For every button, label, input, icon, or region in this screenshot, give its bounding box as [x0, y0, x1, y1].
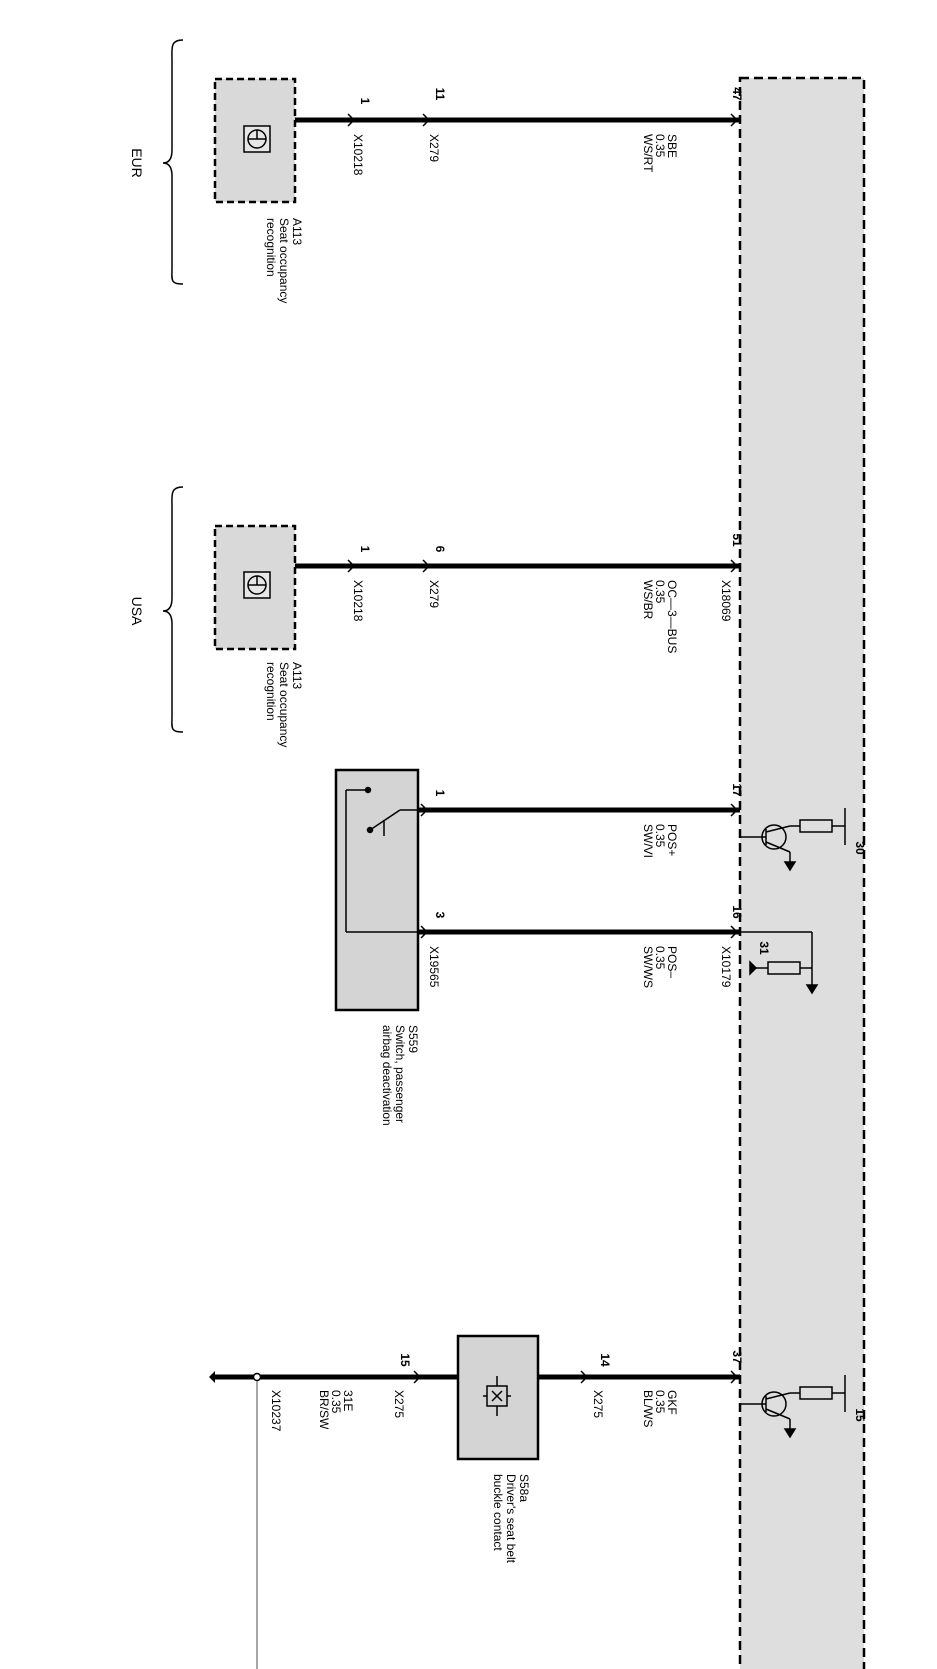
w31e-c-name: X275	[392, 1390, 406, 1418]
pin-37: 37	[730, 1350, 744, 1364]
w47-c1-name: X279	[427, 134, 441, 162]
w51-gauge: 0.35	[653, 580, 667, 604]
usa-region-label: USA	[129, 597, 145, 626]
s559-connector: X19565	[427, 946, 441, 988]
pin-s559-1: 1	[433, 790, 447, 797]
occupancy-sensor-icon	[243, 125, 271, 153]
w17-gauge: 0.35	[653, 824, 667, 848]
a113-usa-desc-1: Seat occupancy	[277, 662, 291, 747]
w47-signal: SBE	[665, 134, 679, 158]
pin-s559-3: 3	[433, 912, 447, 919]
w16-connector: X10179	[719, 946, 733, 988]
a113-eur-desc-2: recognition	[264, 218, 278, 277]
occupancy-sensor-icon	[243, 571, 271, 599]
pin-x10218-1-usa: 1	[358, 546, 372, 553]
s58a-code: S58a	[517, 1474, 531, 1502]
w31e-signal: 31E	[341, 1390, 355, 1411]
pin-x279-11: 11	[433, 88, 447, 101]
transistor-icon	[740, 808, 846, 872]
w51-c1-name: X279	[427, 580, 441, 608]
pin-x279-6: 6	[433, 546, 447, 553]
pin-x275-15: 15	[398, 1353, 412, 1367]
control-module	[738, 76, 866, 1669]
w16-signal: POS–	[665, 946, 679, 978]
transistor-icon	[740, 1375, 846, 1439]
pin-47: 47	[730, 87, 744, 101]
a113-eur-code: A113	[290, 218, 304, 245]
w37-c1-name: X275	[591, 1390, 605, 1418]
w51-connector: X18069	[719, 580, 733, 622]
eur-region-label: EUR	[129, 148, 145, 178]
pin-x275-14: 14	[598, 1353, 612, 1367]
supply-30: 30	[853, 841, 867, 855]
w17-color: SW/VI	[641, 824, 655, 858]
s559-desc-1: Switch, passenger	[393, 1025, 407, 1123]
s559-desc-2: airbag deactivation	[380, 1025, 394, 1126]
splice-point	[252, 1372, 262, 1382]
switch-icon	[345, 786, 418, 933]
supply-31: 31	[757, 941, 771, 955]
w16-gauge: 0.35	[653, 946, 667, 970]
w47-gauge: 0.35	[653, 134, 667, 158]
eur-brace	[162, 39, 184, 285]
w16-color: SW/WS	[641, 946, 655, 988]
supply-15: 15	[853, 1408, 867, 1422]
a113-eur-desc-1: Seat occupancy	[277, 218, 291, 303]
ground-arrow	[209, 1371, 215, 1383]
w31e-ground: X10237	[269, 1390, 283, 1432]
s58a-desc-1: Driver's seat belt	[504, 1474, 518, 1564]
a113-usa-code: A113	[290, 662, 304, 689]
w17-signal: POS+	[665, 824, 679, 856]
w31e-gauge: 0.35	[329, 1390, 343, 1414]
s58a-desc-2: buckle contact	[491, 1474, 505, 1551]
w47-c2-name: X10218	[351, 134, 365, 176]
w47-color: WS/RT	[641, 134, 655, 173]
pin-17: 17	[730, 783, 744, 797]
w51-color: WS/BR	[641, 580, 655, 620]
pin-51: 51	[730, 533, 744, 547]
w31e-color: BR/SW	[317, 1390, 331, 1430]
resistor-icon	[740, 931, 819, 995]
a113-usa-desc-2: recognition	[264, 662, 278, 721]
w51-c2-name: X10218	[351, 580, 365, 622]
usa-brace	[162, 486, 184, 733]
w37-color: BL/WS	[641, 1390, 655, 1427]
w37-signal: GKF	[665, 1390, 679, 1415]
s559-box	[334, 768, 420, 1012]
pin-x10218-1-eur: 1	[358, 98, 372, 105]
pin-16: 16	[730, 905, 744, 919]
w51-signal: OC—3—BUS	[665, 580, 679, 653]
buckle-contact-icon	[483, 1376, 511, 1416]
w37-gauge: 0.35	[653, 1390, 667, 1414]
s559-code: S559	[406, 1025, 420, 1053]
